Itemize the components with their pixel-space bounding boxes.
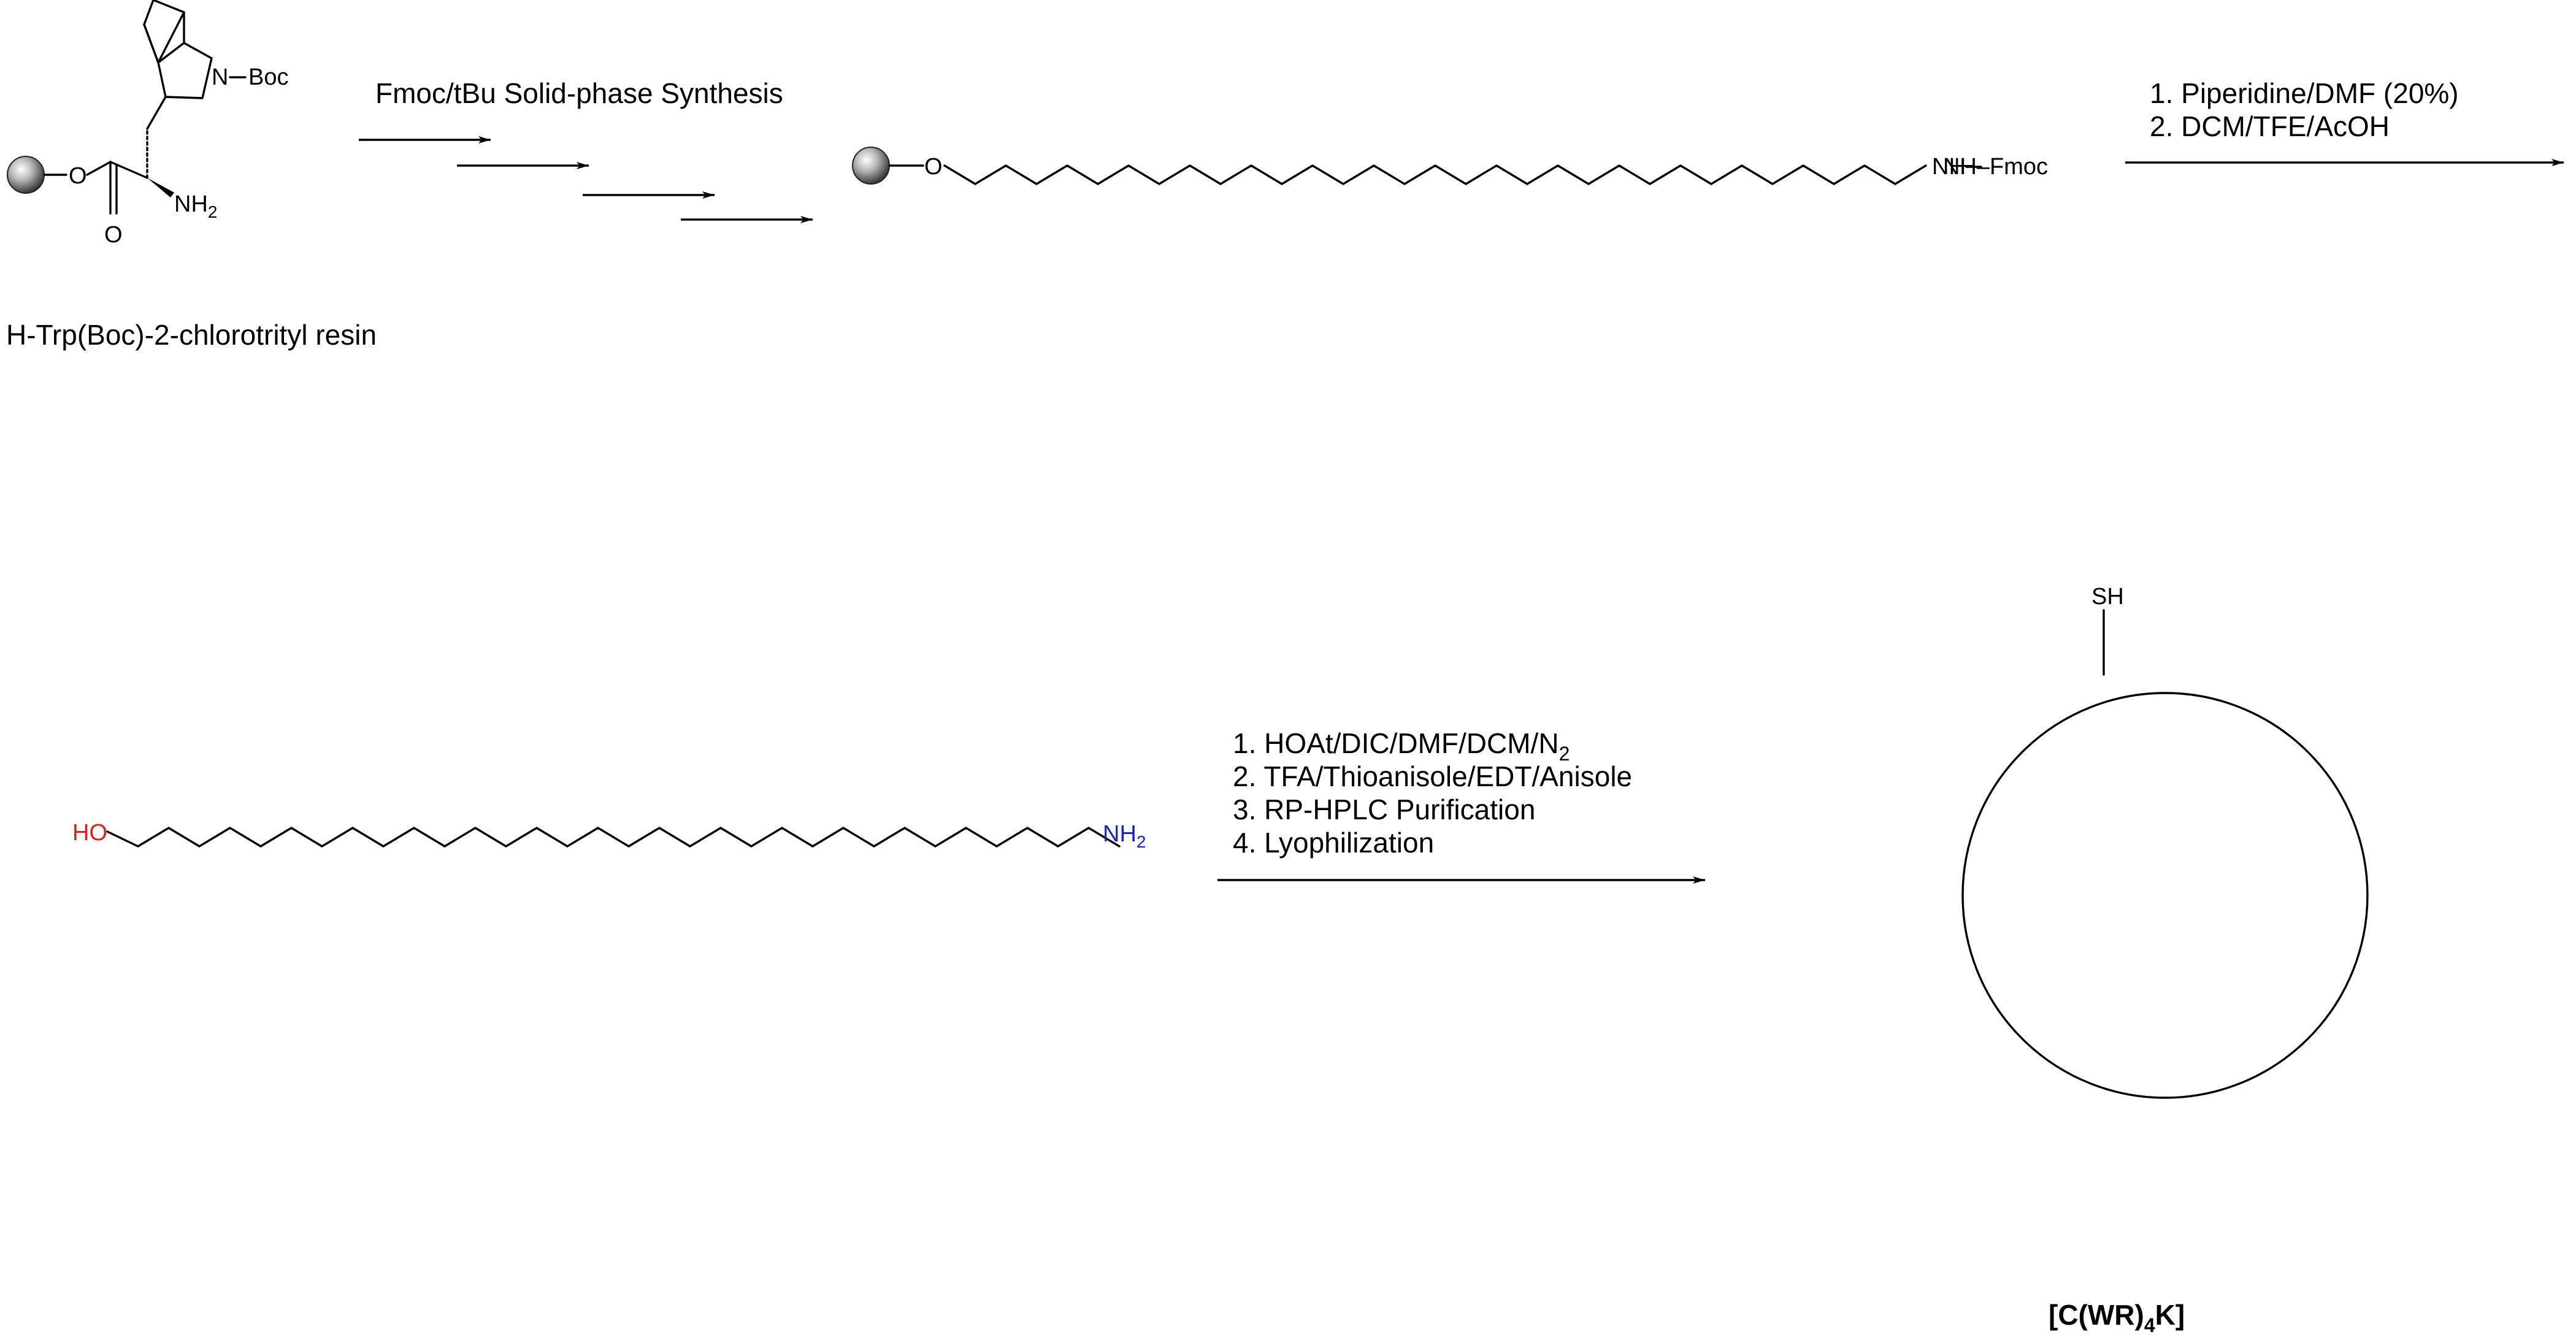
start-label: H-Trp(Boc)-2-chlorotrityl resin: [6, 319, 377, 351]
resin-bead: [852, 147, 890, 185]
atom-boc: Boc: [248, 64, 288, 90]
step3-line-2: 2. TFA/Thioanisole/EDT/Anisole: [1233, 760, 1632, 792]
product-label: [C(WR)4K]: [2049, 1299, 2185, 1336]
svg-text:O: O: [924, 154, 943, 180]
atom-nh2: NH2: [174, 191, 217, 221]
step1-arrows: [359, 136, 813, 223]
resin-bound-peptide-structure: O NH NH–Fmoc: [852, 147, 2048, 185]
step3-line-1: 1. HOAt/DIC/DMF/DCM/N2: [1233, 727, 1570, 765]
svg-text:NH–Fmoc: NH–Fmoc: [1943, 154, 2048, 180]
resin-bead: [7, 156, 45, 194]
step3-line-4: 4. Lyophilization: [1233, 827, 1434, 859]
linear-peptide-structure: HO NH2: [72, 820, 1146, 851]
starting-material-structure: O O NH2 N Boc: [7, 0, 288, 248]
step2-line-1: 1. Piperidine/DMF (20%): [2150, 77, 2459, 109]
atom-o: O: [104, 222, 123, 248]
atom-ho: HO: [72, 820, 107, 846]
step3-line-3: 3. RP-HPLC Purification: [1233, 794, 1535, 825]
step1-reagent: Fmoc/tBu Solid-phase Synthesis: [375, 77, 783, 109]
svg-text:SH: SH: [2091, 584, 2124, 610]
cyclic-peptide-structure: SH: [1961, 584, 2369, 1099]
svg-text:NH: NH: [1932, 154, 1966, 180]
atom-o: O: [69, 163, 87, 189]
atom-nh2-terminal: NH2: [1103, 821, 1146, 851]
step2-line-2: 2. DCM/TFE/AcOH: [2150, 110, 2390, 142]
atom-n: N: [212, 64, 228, 90]
